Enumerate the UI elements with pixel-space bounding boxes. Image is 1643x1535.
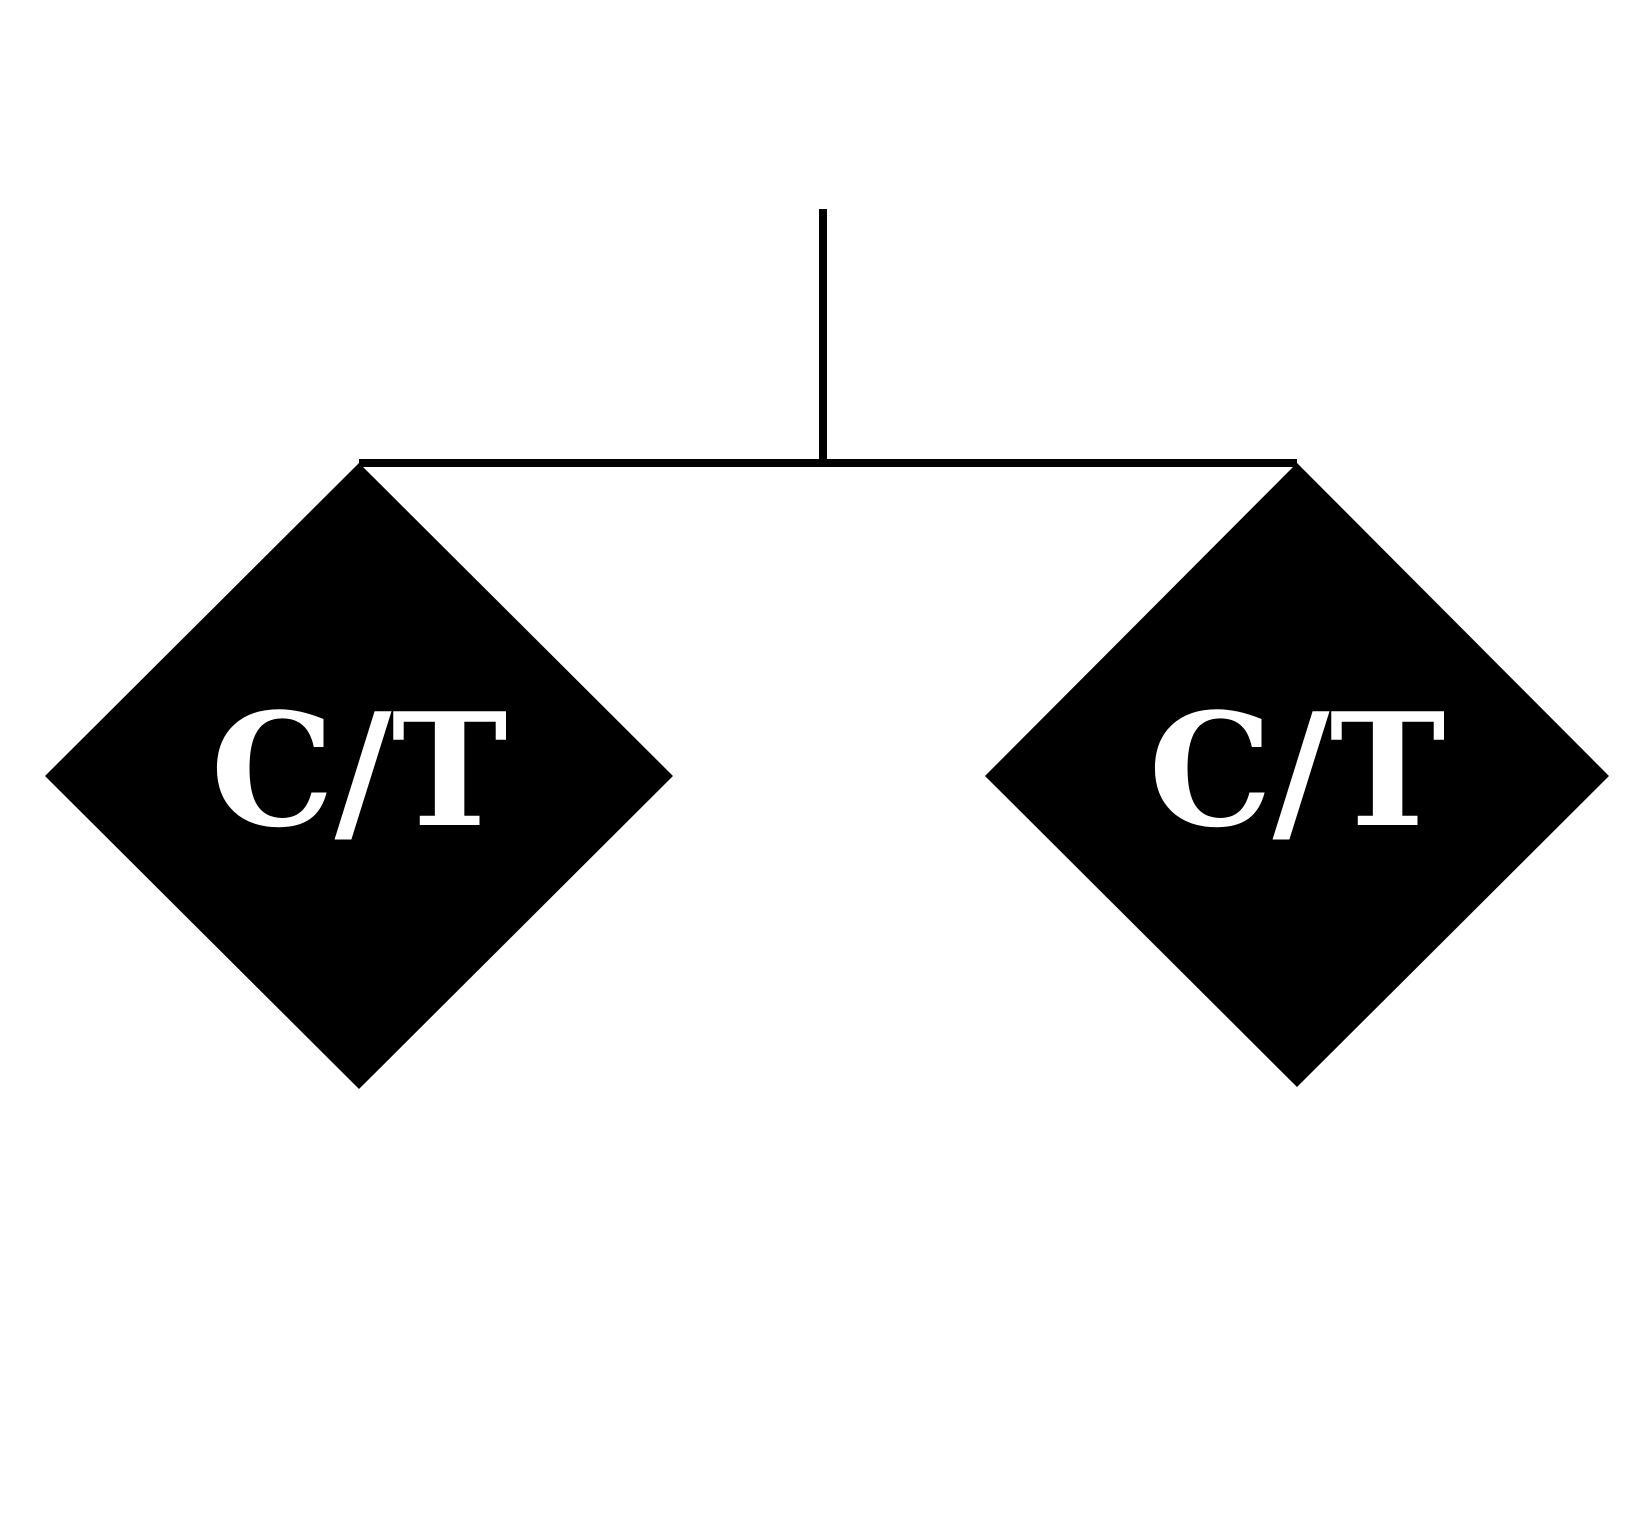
node-left-label: C/T	[210, 679, 507, 862]
node-right[interactable]: C/T	[985, 463, 1609, 1087]
diamond-left	[45, 463, 673, 1089]
diamond-right	[985, 463, 1609, 1087]
node-left[interactable]: C/T	[45, 463, 673, 1089]
node-right-label: C/T	[1148, 679, 1445, 862]
